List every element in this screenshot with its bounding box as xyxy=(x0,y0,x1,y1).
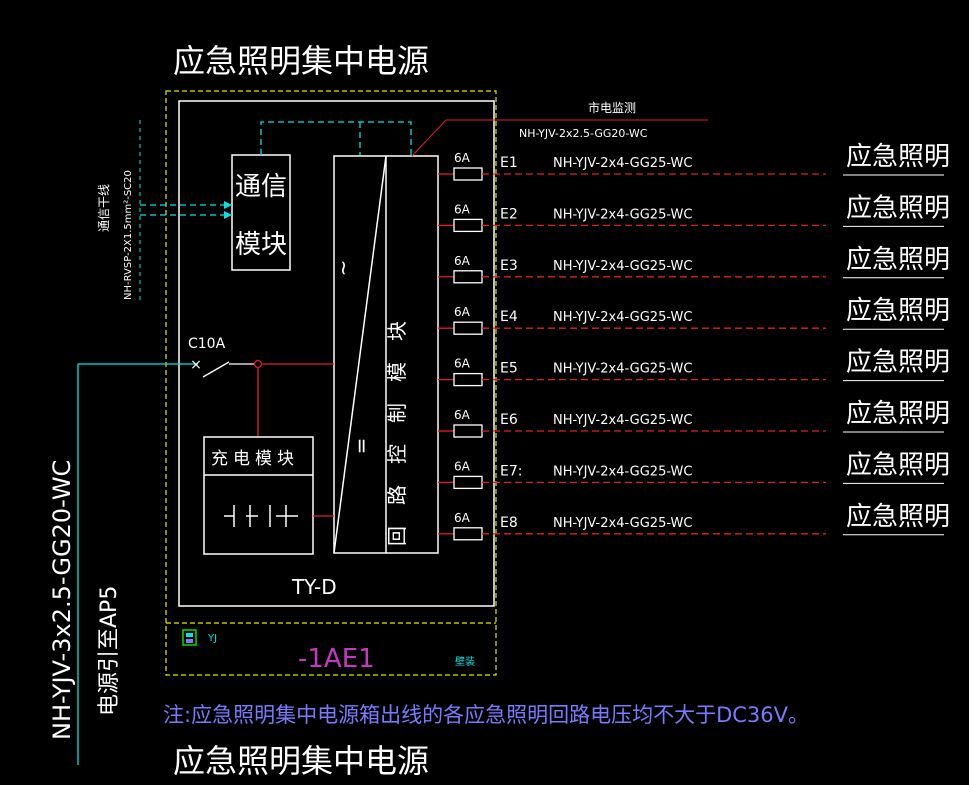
model-label: TY-D xyxy=(291,575,337,599)
power-in-note: 电源引至AP5 xyxy=(97,586,122,716)
breaker-label: C10A xyxy=(188,336,226,352)
fuse-rating-6: 6A xyxy=(454,459,471,473)
box-id: -1AE1 xyxy=(298,644,375,674)
enclosure-outline xyxy=(165,90,497,676)
charge-module-box[interactable] xyxy=(203,436,314,555)
fuse-7[interactable] xyxy=(453,527,483,541)
fuse-6[interactable] xyxy=(453,475,483,490)
mount-note: 壁装 xyxy=(455,655,475,668)
converter-diagonal xyxy=(333,155,387,554)
fuse-rating-5: 6A xyxy=(454,408,471,422)
circuit-id-7: E8 xyxy=(500,515,518,531)
circuit-load-1: 应急照明 xyxy=(846,193,950,223)
circuit-cable-5: NH-YJV-2x4-GG25-WC xyxy=(553,413,692,428)
comm-line-cable: NH-RVSP-2X1.5mm²-SC20 xyxy=(123,170,134,300)
junction-node xyxy=(253,359,263,369)
circuit-id-2: E3 xyxy=(500,258,518,274)
fuse-rating-0: 6A xyxy=(454,151,471,165)
comm-module-label-line2: 模块 xyxy=(235,230,287,260)
yj-label: YJ xyxy=(207,633,217,644)
circuit-load-4: 应急照明 xyxy=(846,348,950,378)
comm-arrow-2 xyxy=(224,211,232,219)
fuse-3[interactable] xyxy=(453,321,483,335)
circuit-id-6: E7: xyxy=(500,463,522,479)
comm-line-title: 通信干线 xyxy=(97,184,111,232)
comm-wiring xyxy=(140,121,412,216)
comm-module-label-line1: 通信 xyxy=(235,172,287,202)
mains-monitor-cable: NH-YJV-2x2.5-GG20-WC xyxy=(519,127,648,140)
mains-monitor-leader xyxy=(411,119,447,157)
charge-module-label: 充电模块 xyxy=(211,449,299,469)
breaker-x-mark: × xyxy=(190,357,202,373)
power-in-cable: NH-YJV-3x2.5-GG20-WC xyxy=(48,460,76,740)
fuse-rating-7: 6A xyxy=(454,511,471,525)
breaker-switch[interactable] xyxy=(202,361,230,378)
fuse-rating-4: 6A xyxy=(454,357,471,371)
power-in-wire xyxy=(77,363,198,765)
voltage-note: 注:应急照明集中电源箱出线的各应急照明回路电压均不大于DC36V。 xyxy=(163,703,809,727)
title-top: 应急照明集中电源 xyxy=(173,42,429,80)
fuse-2[interactable] xyxy=(453,270,483,284)
dc-symbol: = xyxy=(349,438,373,455)
circuit-id-3: E4 xyxy=(500,309,518,325)
fuse-5[interactable] xyxy=(453,424,483,438)
circuit-id-0: E1 xyxy=(500,155,518,171)
circuit-load-0: 应急照明 xyxy=(846,142,950,172)
circuit-module-label: 回路控制模块 xyxy=(385,300,409,546)
circuit-cable-6: NH-YJV-2x4-GG25-WC xyxy=(553,464,692,479)
fuse-rating-3: 6A xyxy=(454,305,471,319)
fuse-rating-2: 6A xyxy=(454,254,471,268)
circuit-load-3: 应急照明 xyxy=(846,296,950,326)
fuse-rating-1: 6A xyxy=(454,202,471,216)
circuit-load-5: 应急照明 xyxy=(846,399,950,429)
battery-icon xyxy=(224,505,298,527)
circuit-cable-0: NH-YJV-2x4-GG25-WC xyxy=(553,156,692,171)
circuit-load-2: 应急照明 xyxy=(846,245,950,275)
fuse-0[interactable] xyxy=(453,167,483,181)
circuit-id-4: E5 xyxy=(500,361,518,377)
circuit-load-6: 应急照明 xyxy=(846,450,950,480)
inner-panel xyxy=(178,100,495,607)
circuit-load-7: 应急照明 xyxy=(846,502,950,532)
circuit-cable-2: NH-YJV-2x4-GG25-WC xyxy=(553,259,692,274)
circuit-cable-1: NH-YJV-2x4-GG25-WC xyxy=(553,207,692,222)
ac-symbol: ~ xyxy=(331,260,355,277)
circuit-id-5: E6 xyxy=(500,412,518,428)
circuit-id-1: E2 xyxy=(500,206,518,222)
circuit-cable-7: NH-YJV-2x4-GG25-WC xyxy=(553,516,692,531)
fuse-4[interactable] xyxy=(453,372,483,387)
circuit-cable-4: NH-YJV-2x4-GG25-WC xyxy=(553,362,692,377)
yj-terminal-icon xyxy=(182,629,197,646)
comm-arrow-1 xyxy=(224,201,232,209)
title-bottom: 应急照明集中电源 xyxy=(173,742,429,780)
mains-monitor-title: 市电监测 xyxy=(588,100,636,115)
circuit-cable-3: NH-YJV-2x4-GG25-WC xyxy=(553,310,692,325)
fuse-1[interactable] xyxy=(453,218,483,233)
